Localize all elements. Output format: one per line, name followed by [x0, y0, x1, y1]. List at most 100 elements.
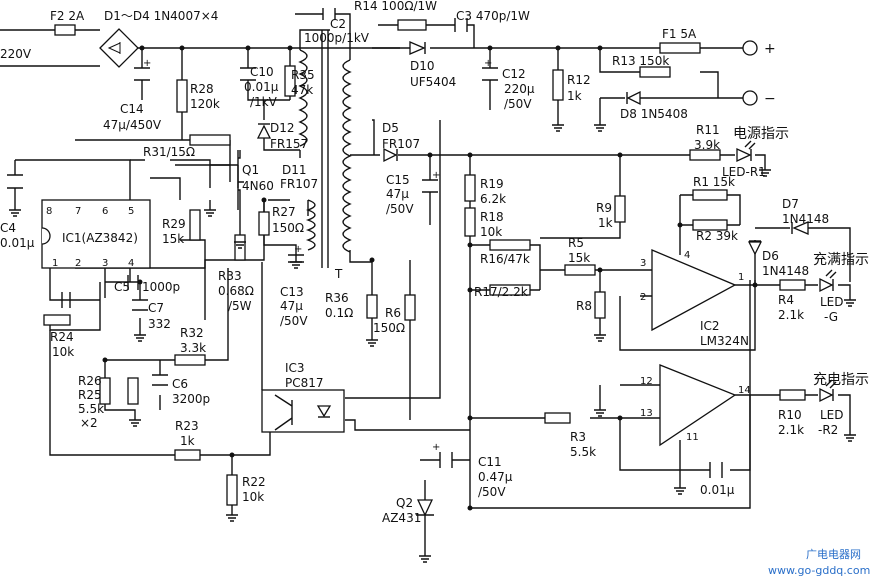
- resistor-r36: [366, 294, 378, 319]
- label-r9: R9: [596, 201, 612, 215]
- label-r12v: 1k: [567, 89, 582, 103]
- label-led-r1: LED-R1: [722, 165, 766, 179]
- label-c10w: /1kV: [250, 95, 278, 109]
- label-ic1-pin1: 1: [52, 258, 58, 269]
- label-c15w: /50V: [386, 202, 414, 216]
- capacitor-c6: [152, 374, 168, 386]
- resistor-r9: [614, 195, 626, 223]
- label-ic2-pin1: 1: [738, 272, 744, 283]
- label-r28: R28: [190, 82, 214, 96]
- label-r33: R33: [218, 269, 242, 283]
- opto-led: [316, 405, 332, 418]
- label-f2: F2 2A: [50, 9, 85, 23]
- label-led-g: LED: [820, 295, 844, 309]
- capacitor-c12: +: [482, 58, 498, 81]
- label-r32v: 3.3k: [180, 341, 206, 355]
- label-d8: D8 1N5408: [620, 107, 688, 121]
- resistor-r17: [489, 284, 531, 296]
- label-ic2: IC2: [700, 319, 720, 333]
- label-q1: Q1: [242, 163, 259, 177]
- label-r33w: /5W: [228, 299, 252, 313]
- label-d11: D11: [282, 163, 307, 177]
- label-r29: R29: [162, 217, 186, 231]
- label-charge-indicator: 充电指示: [813, 372, 869, 388]
- label-r27v: 150Ω: [272, 221, 304, 235]
- junction-dots: [102, 45, 758, 511]
- label-c5v: 1000p: [142, 280, 180, 294]
- resistor-r35: [284, 65, 296, 97]
- diode-d12: [256, 123, 272, 139]
- label-r6v: 150Ω: [373, 321, 405, 335]
- label-r29v: 15k: [162, 232, 184, 246]
- label-c15v: 47μ: [386, 187, 409, 201]
- label-r23v: 1k: [180, 434, 195, 448]
- label-r11: R11: [696, 123, 720, 137]
- label-ic3p: PC817: [285, 376, 324, 390]
- label-c13: C13: [280, 285, 304, 299]
- label-r1: R1 15k: [693, 175, 735, 189]
- label-r9v: 1k: [598, 216, 613, 230]
- label-r5v: 15k: [568, 251, 590, 265]
- label-r5: R5: [568, 236, 584, 250]
- label-d5: D5: [382, 121, 399, 135]
- label-r33v: 0.68Ω: [218, 284, 254, 298]
- label-d6: D6: [762, 249, 779, 263]
- capacitor-c001: [709, 462, 723, 478]
- label-ic2-pin14: 14: [738, 385, 751, 396]
- resistor-r11: [689, 149, 721, 161]
- label-r3: R3: [570, 430, 586, 444]
- label-r36v: 0.1Ω: [325, 306, 353, 320]
- opamp-ic2a: [651, 249, 737, 332]
- label-r23: R23: [175, 419, 199, 433]
- label-c15: C15: [386, 173, 410, 187]
- ic1-az3842: [41, 199, 151, 269]
- wires: [0, 13, 851, 556]
- resistor-r13: [639, 66, 671, 78]
- resistor-r18: [464, 207, 476, 237]
- capacitor-c5: [127, 275, 139, 290]
- label-c10: C10: [250, 65, 274, 79]
- opto-transistor: [274, 394, 293, 431]
- mosfet-q1: [229, 150, 244, 188]
- resistor-r32: [174, 354, 206, 366]
- label-led-r2b: -R2: [818, 423, 838, 437]
- capacitor-c4: [7, 174, 23, 189]
- resistor-r23: [174, 449, 201, 461]
- label-ic2-pin3: 3: [640, 258, 646, 269]
- label-r22v: 10k: [242, 490, 264, 504]
- label-r4: R4: [778, 293, 794, 307]
- label-c11w: /50V: [478, 485, 506, 499]
- label-ic2-pin4: 4: [684, 250, 690, 261]
- label-c6: C6: [172, 377, 188, 391]
- watermark-url: www.go-gddq.com: [768, 564, 870, 577]
- label-ic1-pin8: 8: [46, 206, 52, 217]
- capacitor-c10: [240, 67, 256, 81]
- label-r28v: 120k: [190, 97, 220, 111]
- resistor-r29: [189, 209, 201, 241]
- label-c2v: 1000p/1kV: [304, 31, 370, 45]
- capacitor-c15: +: [422, 170, 440, 193]
- label-r10: R10: [778, 408, 802, 422]
- fuse-f1: [659, 42, 701, 54]
- label-ic1-pin3: 3: [102, 258, 108, 269]
- label-c14v: 47μ/450V: [103, 118, 162, 132]
- label-ic1-pin6: 6: [102, 206, 108, 217]
- terminal-positive[interactable]: [742, 40, 758, 56]
- capacitor-c11: +: [432, 442, 453, 468]
- label-r14: R14 100Ω/1W: [354, 0, 437, 13]
- resistor-r16: [489, 239, 531, 251]
- label-c13v: 47μ: [280, 299, 303, 313]
- diode-d6: [747, 240, 763, 256]
- resistor-r25: [127, 377, 139, 405]
- label-q2p: AZ431: [382, 511, 421, 525]
- label-x2: ×2: [80, 416, 98, 430]
- optocoupler-ic3: [261, 389, 345, 433]
- resistor-r5: [564, 264, 596, 276]
- diode-d7: [791, 221, 809, 235]
- label-r3v: 5.5k: [570, 445, 596, 459]
- label-c4: C4: [0, 221, 16, 235]
- terminal-negative[interactable]: [742, 90, 758, 106]
- label-q1p: 4N60: [242, 179, 274, 193]
- label-d7p: 1N4148: [782, 212, 829, 226]
